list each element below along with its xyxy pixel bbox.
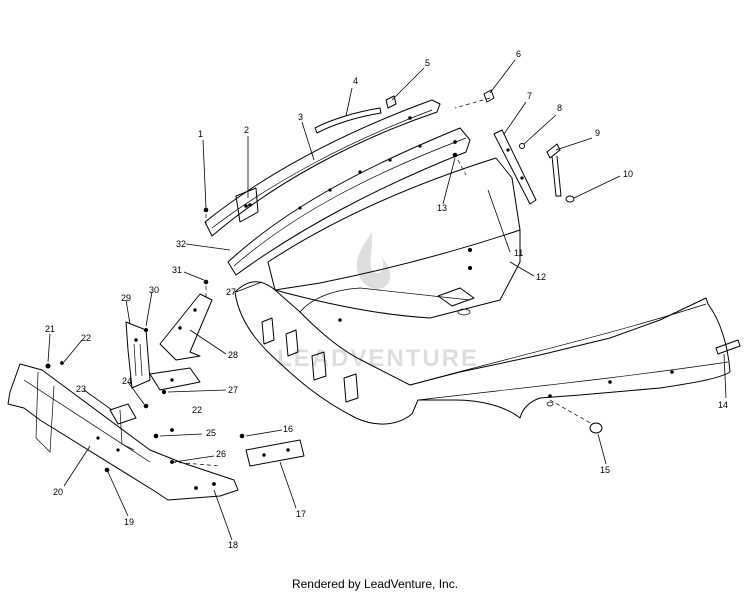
part-9-latch-pin <box>546 143 562 197</box>
callout-20: 20 <box>53 487 63 497</box>
callout-14: 14 <box>718 400 728 410</box>
part-1-fastener <box>203 207 209 213</box>
callout-29: 29 <box>121 293 131 303</box>
part-22-nut-b <box>170 428 174 432</box>
leader-lines <box>47 59 727 541</box>
part-25-washer <box>153 433 159 439</box>
part-3-upper-rail <box>204 99 441 237</box>
part-24-nut <box>143 403 149 409</box>
callout-16: 16 <box>283 424 293 434</box>
callout-labels: 1 2 3 4 5 6 7 8 9 10 11 12 13 14 15 16 1… <box>45 49 728 550</box>
part-17-plate <box>245 439 305 467</box>
part-6-clip <box>454 89 495 109</box>
callout-8: 8 <box>557 103 562 113</box>
hood-body-shell <box>234 281 731 425</box>
callout-27b: 27 <box>228 385 238 395</box>
callout-22a: 22 <box>81 333 91 343</box>
part-28-mount-bracket <box>149 293 213 391</box>
part-30-fastener <box>143 327 149 333</box>
watermark-text: LEADVENTURE <box>277 345 479 372</box>
part-27-nut <box>161 389 167 395</box>
part-31-fastener <box>203 279 209 285</box>
callout-30: 30 <box>149 285 159 295</box>
callout-9: 9 <box>595 128 600 138</box>
part-20-front-frame <box>7 363 239 501</box>
callout-1: 1 <box>198 129 203 139</box>
part-2-bracket <box>235 187 259 223</box>
callout-18: 18 <box>228 540 238 550</box>
callout-2: 2 <box>244 125 249 135</box>
part-13-screw <box>452 152 467 176</box>
watermark: LEADVENTURE <box>277 232 479 372</box>
callout-6: 6 <box>516 49 521 59</box>
part-21-nut <box>45 363 51 369</box>
callout-7: 7 <box>527 91 532 101</box>
watermark-flame-logo <box>356 232 391 289</box>
part-4-trim-strip <box>314 107 382 134</box>
callout-11: 11 <box>514 248 523 258</box>
callout-12: 12 <box>536 272 546 282</box>
part-23-mount-block <box>109 403 137 425</box>
callout-27a: 27 <box>226 287 236 297</box>
callout-17: 17 <box>296 509 306 519</box>
callout-4: 4 <box>353 76 358 86</box>
callout-21: 21 <box>45 324 55 334</box>
callout-23: 23 <box>76 384 86 394</box>
callout-15: 15 <box>600 465 610 475</box>
part-7-side-strap <box>493 129 537 205</box>
callout-13: 13 <box>437 203 447 213</box>
part-14-reflector <box>715 339 741 355</box>
callout-5: 5 <box>425 58 430 68</box>
part-19-bolt <box>104 467 110 473</box>
part-29-side-bracket <box>125 321 151 389</box>
callout-25: 25 <box>206 428 216 438</box>
footer-credit: Rendered by LeadVenture, Inc. <box>291 577 459 591</box>
part-32-lower-rail <box>227 127 471 276</box>
callout-24: 24 <box>122 376 132 386</box>
part-22-nut-a <box>60 361 64 365</box>
callout-10: 10 <box>623 169 633 179</box>
part-8-washer <box>519 143 525 149</box>
callout-22b: 22 <box>192 405 202 415</box>
part-10-grommet <box>565 195 575 203</box>
callout-3: 3 <box>298 112 303 122</box>
part-5-screw <box>385 95 397 109</box>
callout-28: 28 <box>228 350 238 360</box>
callout-31: 31 <box>172 265 182 275</box>
callout-32: 32 <box>176 239 186 249</box>
fasteners <box>45 207 245 473</box>
part-16-bolt <box>239 433 245 439</box>
callout-26: 26 <box>216 449 226 459</box>
part-15-plug <box>549 399 603 434</box>
part-12-hood-panel <box>267 157 521 319</box>
callout-19: 19 <box>124 517 134 527</box>
